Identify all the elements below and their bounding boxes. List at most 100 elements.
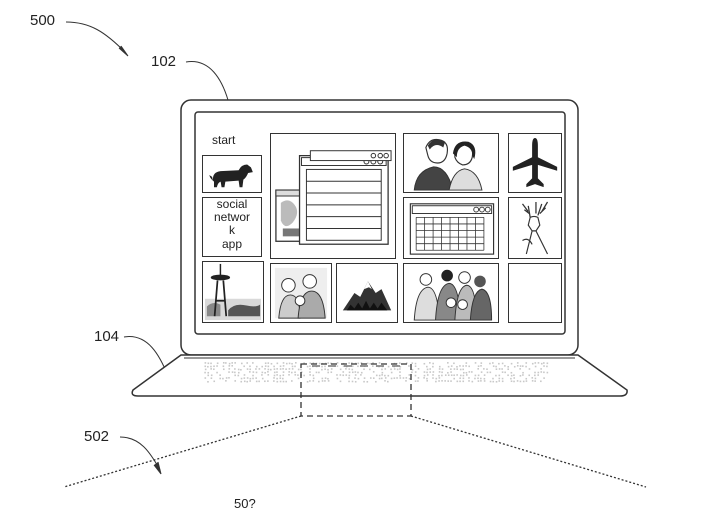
- partial-ref-label: 50?: [234, 496, 256, 511]
- keyboard-speck: [501, 380, 504, 383]
- keyboard-speck: [429, 368, 431, 370]
- leader-lines: [65, 21, 229, 475]
- keyboard-speck: [366, 380, 369, 383]
- keyboard-speck: [384, 368, 387, 370]
- keyboard-speck: [528, 374, 531, 377]
- keyboard-speck: [390, 371, 393, 374]
- keyboard-speck: [531, 362, 534, 365]
- keyboard-speck: [408, 374, 411, 376]
- keyboard-speck: [360, 374, 362, 376]
- keyboard-speck: [498, 368, 501, 370]
- keyboard-speck: [519, 380, 522, 383]
- keyboard-speck: [312, 362, 315, 364]
- keyboard-speck: [264, 380, 266, 383]
- window-stack-tile[interactable]: [270, 133, 396, 259]
- calendar-tile[interactable]: [403, 197, 499, 259]
- family-photo-tile[interactable]: [270, 263, 332, 323]
- dog-tile[interactable]: [202, 155, 262, 193]
- keyboard-speck: [495, 380, 498, 383]
- keyboard-speck: [423, 374, 426, 377]
- keyboard-speck: [213, 380, 216, 383]
- keyboard-speck: [483, 377, 486, 380]
- keyboard-speck: [522, 380, 525, 383]
- keyboard-speck: [228, 365, 231, 367]
- keyboard-speck: [381, 368, 383, 371]
- keyboard-speck: [546, 371, 549, 374]
- keyboard-speck: [396, 368, 399, 371]
- keyboard-speck: [456, 380, 459, 383]
- space-needle-tile[interactable]: [202, 261, 264, 323]
- keyboard-speck: [504, 365, 506, 367]
- keyboard-speck: [465, 374, 468, 376]
- keyboard-speck: [270, 368, 272, 371]
- keyboard-speck: [255, 365, 258, 368]
- keyboard-speck: [324, 377, 327, 379]
- group-photo-tile[interactable]: [403, 263, 499, 323]
- deer-tile[interactable]: [508, 197, 562, 259]
- keyboard-speck: [324, 365, 326, 368]
- keyboard-speck: [510, 371, 513, 374]
- keyboard-speck: [450, 374, 453, 377]
- keyboard-speck: [276, 362, 279, 365]
- keyboard-speck: [348, 377, 350, 379]
- keyboard-speck: [411, 362, 414, 364]
- keyboard-speck: [486, 368, 488, 371]
- keyboard-speck: [228, 377, 230, 379]
- device-ref-leader: [185, 61, 229, 101]
- keyboard-speck: [237, 374, 240, 377]
- keyboard-speck: [399, 377, 402, 379]
- keyboard-speck: [342, 365, 345, 368]
- keyboard-speck: [531, 380, 534, 382]
- keyboard-speck: [285, 380, 287, 383]
- keyboard-speck: [414, 371, 417, 373]
- keyboard-speck: [417, 368, 420, 370]
- keyboard-speck: [282, 377, 284, 380]
- keyboard-speck: [456, 374, 458, 376]
- keyboard-speck: [543, 365, 545, 367]
- keyboard-speck: [234, 374, 236, 377]
- keyboard-speck: [546, 365, 548, 368]
- keyboard-speck: [399, 365, 402, 368]
- keyboard-speck: [285, 368, 287, 370]
- keyboard-speck: [450, 365, 453, 367]
- keyboard-speck: [210, 374, 213, 377]
- keyboard-speck: [336, 374, 338, 376]
- couple-photo-tile[interactable]: [403, 133, 499, 193]
- mountain-tile[interactable]: [336, 263, 398, 323]
- empty-tile[interactable]: [508, 263, 562, 323]
- keyboard-speck: [447, 371, 449, 374]
- keyboard-speck: [462, 374, 465, 377]
- keyboard-speck: [384, 380, 386, 382]
- keyboard-speck: [204, 368, 207, 371]
- keyboard-speck: [480, 365, 482, 367]
- social-network-app-tile[interactable]: social networ k app: [202, 197, 262, 257]
- keyboard-speck: [492, 380, 495, 383]
- keyboard-speck: [279, 365, 282, 368]
- keyboard-speck: [318, 362, 321, 365]
- keyboard-speck: [255, 380, 258, 383]
- keyboard-speck: [426, 374, 429, 376]
- keyboard-speck: [540, 371, 543, 373]
- social-network-app-label: social networ k app: [213, 197, 251, 251]
- keyboard-speck: [240, 368, 242, 371]
- keyboard-speck: [207, 362, 210, 365]
- keyboard-speck: [513, 365, 516, 368]
- keyboard-speck: [453, 362, 455, 365]
- keyboard-speck: [249, 368, 252, 371]
- keyboard-speck: [534, 371, 536, 374]
- keyboard-speck: [477, 377, 479, 380]
- keyboard-speck: [492, 377, 494, 380]
- airplane-tile[interactable]: [508, 133, 562, 193]
- keyboard-speck: [225, 377, 228, 379]
- keyboard-speck: [441, 374, 443, 377]
- keyboard-speck: [327, 380, 330, 382]
- keyboard-speck: [321, 365, 323, 368]
- keyboard-speck: [351, 371, 354, 374]
- keyboard-speck: [300, 368, 302, 371]
- keyboard-speck: [348, 380, 350, 383]
- keyboard-speck: [267, 368, 270, 371]
- keyboard-speck: [450, 368, 452, 370]
- keyboard-speck: [480, 380, 482, 382]
- keyboard-speck: [228, 371, 230, 373]
- keyboard-speck: [207, 365, 209, 368]
